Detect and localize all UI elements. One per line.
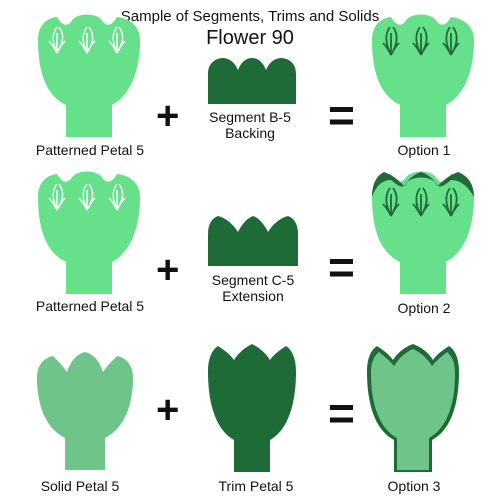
trim-petal-label: Trim Petal 5 (218, 478, 294, 494)
segment-extension-shape (208, 216, 298, 266)
patterned-petal-shape (38, 171, 140, 294)
option-2-shape (372, 171, 474, 294)
plus-operator: + (156, 94, 180, 138)
option-3-label: Option 3 (387, 478, 441, 494)
segment-backing-shape (208, 58, 296, 104)
page-subtitle: Flower 90 (206, 27, 294, 49)
equals-operator: = (328, 387, 355, 439)
trim-petal-shape (208, 344, 296, 472)
plus-operator: + (156, 388, 180, 432)
equals-operator: = (328, 241, 355, 293)
option-1-shape (372, 14, 474, 137)
patterned-petal-shape (38, 14, 140, 137)
segment-backing-label: Segment B-5 Backing (209, 109, 291, 141)
option-3-shape (367, 344, 459, 472)
option-2-label: Option 2 (397, 300, 451, 316)
plus-operator: + (156, 248, 180, 292)
page-title: Sample of Segments, Trims and Solids (120, 8, 380, 25)
solid-petal-label: Solid Petal 5 (40, 478, 120, 494)
solid-petal-shape (37, 352, 133, 470)
equals-operator: = (328, 89, 355, 141)
patterned-petal-label: Patterned Petal 5 (35, 142, 145, 158)
segment-extension-label: Segment C-5 Extension (211, 272, 295, 304)
option-1-label: Option 1 (397, 142, 451, 158)
patterned-petal-label: Patterned Petal 5 (35, 298, 145, 314)
